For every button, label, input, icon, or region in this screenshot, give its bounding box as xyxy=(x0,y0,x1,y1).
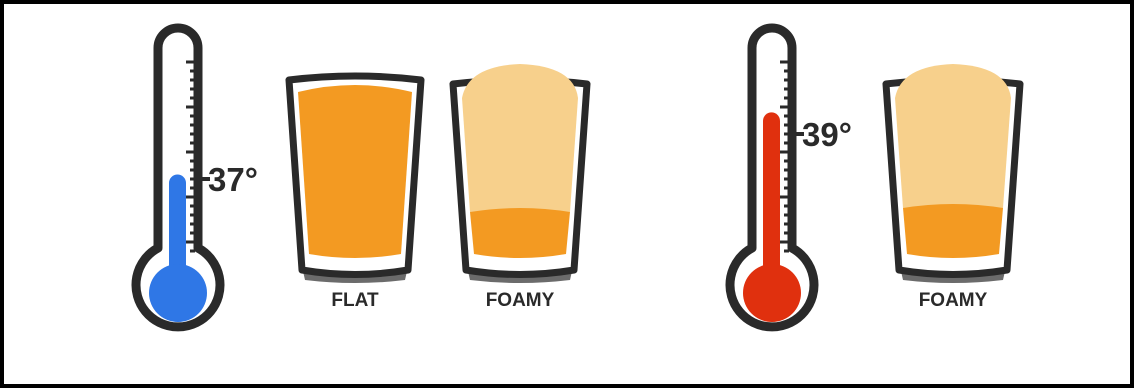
beer-foam xyxy=(462,64,578,215)
beer-liquid xyxy=(298,85,412,258)
thermometer-bulb xyxy=(743,264,801,322)
glass-label: FLAT xyxy=(331,290,379,311)
thermometer-liquid-column xyxy=(169,175,186,279)
beer-foam xyxy=(895,64,1011,211)
beer-liquid xyxy=(470,208,570,258)
temperature-label: 39° xyxy=(802,116,852,153)
temperature-label: 37° xyxy=(208,161,258,198)
beer-liquid xyxy=(903,204,1003,258)
glass-foamy: FOAMY xyxy=(453,64,587,311)
glass-foamy: FOAMY xyxy=(886,64,1020,311)
thermometer-bulb xyxy=(149,264,207,322)
glass-label: FOAMY xyxy=(486,290,555,311)
glass-label: FOAMY xyxy=(919,290,988,311)
glass-flat: FLAT xyxy=(289,76,421,311)
thermometer-liquid-column xyxy=(763,112,780,278)
